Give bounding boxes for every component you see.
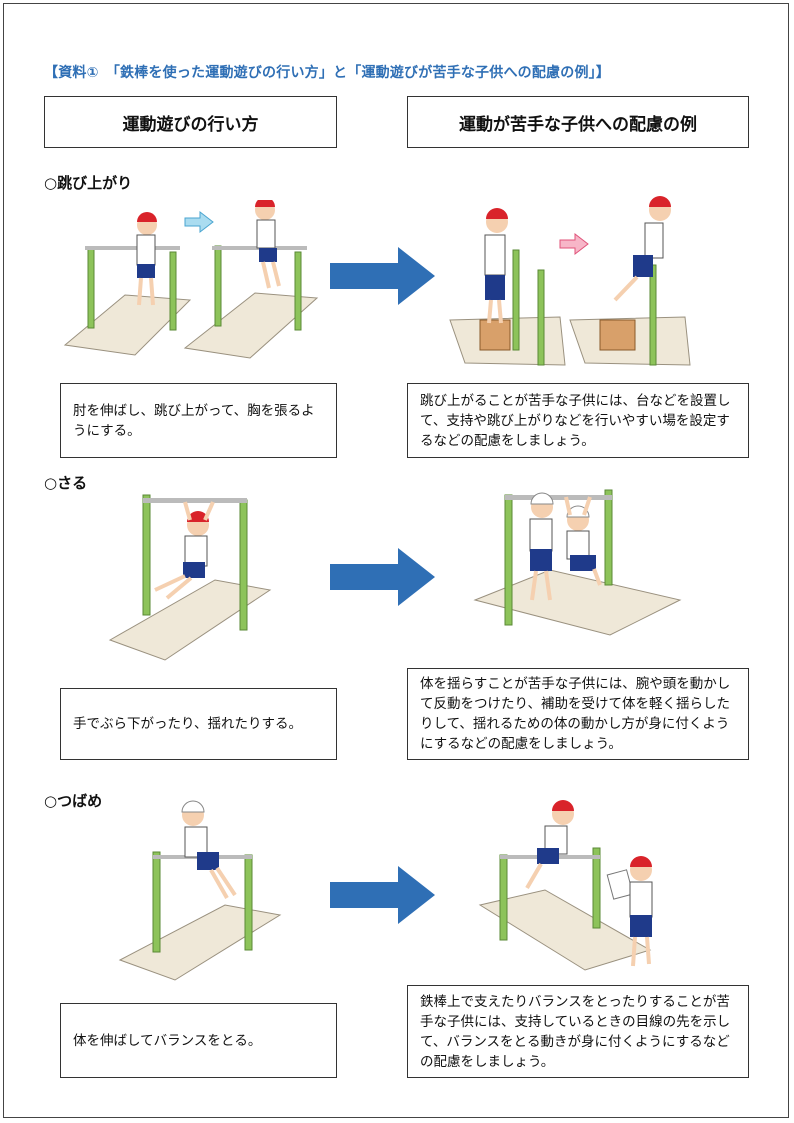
header-method: 運動遊びの行い方 [44,96,337,148]
arrow-right-icon [330,548,435,606]
monkey-method-text: 手でぶら下がったり、揺れたりする。 [73,716,302,732]
monkey-support-box: 体を揺らすことが苦手な子供には、腕や頭を動かして反動をつけたり、補助を受けて体を… [407,668,749,760]
swallow-support-illustration [478,800,653,971]
jump-up-support-illustration [449,196,691,366]
header-support-label: 運動が苦手な子供への配慮の例 [459,114,697,135]
section-swallow-title: ○つばめ [44,792,103,810]
monkey-method-box: 手でぶら下がったり、揺れたりする。 [60,688,337,760]
swallow-support-text: 鉄棒上で支えたりバランスをとったりすることが苦手な子供には、支持しているときの目… [420,993,731,1070]
swallow-method-illustration [118,800,282,981]
section-monkey-title: ○さる [44,474,88,492]
jump-up-method-text: 肘を伸ばし、跳び上がって、胸を張るようにする。 [73,402,315,439]
swallow-support-box: 鉄棒上で支えたりバランスをとったりすることが苦手な子供には、支持しているときの目… [407,985,749,1078]
arrow-right-icon [330,866,435,924]
jump-up-method-box: 肘を伸ばし、跳び上がって、胸を張るようにする。 [60,383,337,458]
page-title: 【資料① 「鉄棒を使った運動遊びの行い方」と「運動遊びが苦手な子供への配慮の例」… [44,65,611,81]
header-support: 運動が苦手な子供への配慮の例 [407,96,749,148]
jump-up-method-illustration [63,200,319,359]
jump-up-support-box: 跳び上がることが苦手な子供には、台などを設置して、支持や跳び上がりなどを行いやす… [407,383,749,458]
page-frame [3,3,789,1118]
jump-up-support-text: 跳び上がることが苦手な子供には、台などを設置して、支持や跳び上がりなどを行いやす… [420,392,731,449]
monkey-support-text: 体を揺らすことが苦手な子供には、腕や頭を動かして反動をつけたり、補助を受けて体を… [420,676,731,752]
arrow-right-icon [330,247,435,305]
monkey-method-illustration [108,494,272,661]
header-method-label: 運動遊びの行い方 [122,114,259,135]
monkey-support-illustration [473,489,682,636]
section-jump-up-title: ○跳び上がり [44,174,133,192]
swallow-method-box: 体を伸ばしてバランスをとる。 [60,1003,337,1078]
swallow-method-text: 体を伸ばしてバランスをとる。 [73,1032,262,1049]
